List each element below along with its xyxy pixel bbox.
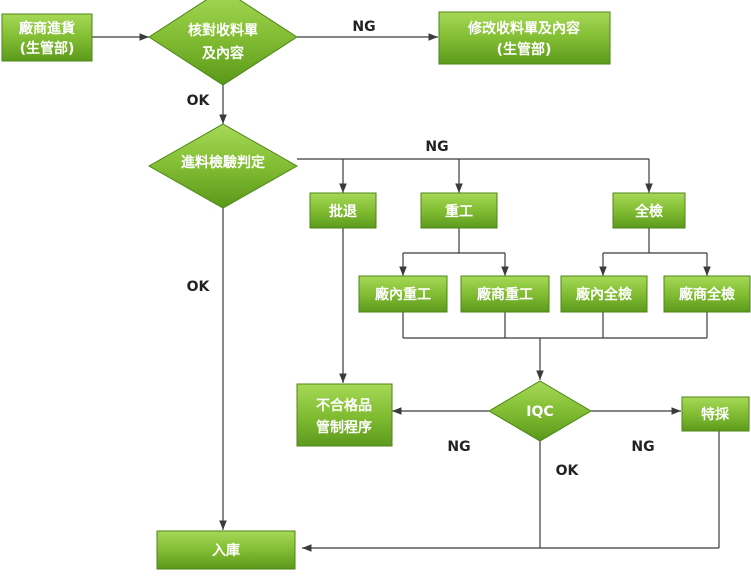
node-factory-delivery: 廠商進貨 (生管部) — [1, 13, 93, 62]
node-revise-receipt: 修改收料單及內容 (生管部) — [438, 11, 611, 65]
incoming-inspection-label: 進料檢驗判定 — [181, 154, 265, 171]
node-nonconforming-control: 不合格品 管制程序 — [296, 383, 393, 447]
check-receipt-line1: 核對收料單 — [188, 22, 258, 39]
factory-delivery-line1: 廠商進貨 — [19, 20, 75, 37]
node-inhouse-rework: 廠內重工 — [358, 275, 448, 313]
node-rework: 重工 — [420, 192, 498, 229]
label-check-ok: OK — [187, 93, 211, 109]
rework-label: 重工 — [445, 203, 473, 220]
warehouse-in-label: 入庫 — [212, 542, 240, 559]
node-check-receipt: 核對收料單 及內容 — [148, 0, 298, 86]
nonconforming-control-line2: 管制程序 — [316, 419, 372, 436]
node-iqc: IQC — [488, 380, 592, 442]
revise-receipt-line1: 修改收料單及內容 — [467, 20, 580, 37]
inhouse-full-inspection-label: 廠內全檢 — [576, 286, 632, 303]
label-iqc-ok: OK — [556, 463, 580, 479]
label-check-ng: NG — [352, 19, 375, 35]
node-inhouse-full-inspection: 廠內全檢 — [560, 275, 648, 313]
node-special-acceptance: 特採 — [681, 396, 750, 432]
label-iqc-ng-right: NG — [631, 439, 654, 455]
node-full-inspection: 全檢 — [612, 192, 686, 229]
nonconforming-control-line1: 不合格品 — [316, 397, 372, 414]
reject-return-label: 批退 — [329, 203, 357, 220]
vendor-rework-label: 廠商重工 — [477, 286, 533, 303]
node-warehouse-in: 入庫 — [156, 530, 296, 570]
label-inspection-ng: NG — [425, 139, 448, 155]
node-incoming-inspection: 進料檢驗判定 — [147, 123, 299, 209]
node-vendor-rework: 廠商重工 — [460, 275, 550, 313]
revise-receipt-line2: (生管部) — [497, 41, 552, 58]
node-reject-return: 批退 — [309, 192, 377, 229]
factory-delivery-line2: (生管部) — [20, 40, 75, 57]
label-inspection-ok: OK — [187, 279, 211, 295]
label-iqc-ng-left: NG — [447, 439, 470, 455]
node-vendor-full-inspection: 廠商全檢 — [663, 275, 751, 313]
connectors — [92, 33, 720, 552]
special-acceptance-label: 特採 — [701, 406, 730, 423]
check-receipt-line2: 及內容 — [202, 45, 244, 62]
inhouse-rework-label: 廠內重工 — [375, 286, 431, 303]
iqc-label: IQC — [526, 404, 553, 420]
vendor-full-inspection-label: 廠商全檢 — [679, 286, 735, 303]
full-inspection-label: 全檢 — [634, 203, 663, 220]
